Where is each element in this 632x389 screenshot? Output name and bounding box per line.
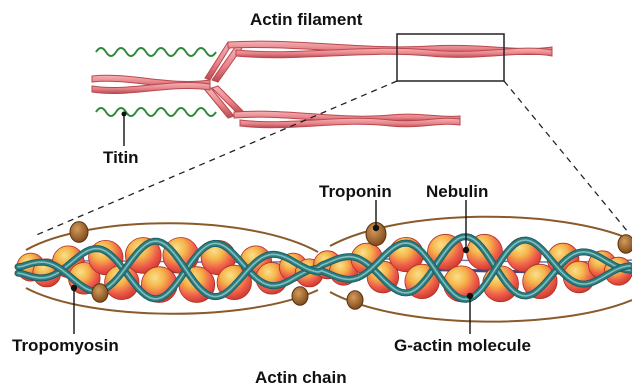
nebulin-label: Nebulin	[426, 182, 488, 201]
outline-strand-bottom-right	[330, 292, 632, 322]
tropomyosin-pointer-dot	[72, 286, 77, 291]
titin-strand-bottom	[96, 108, 216, 116]
troponin-complex	[92, 284, 108, 302]
troponin-pointer-dot	[374, 226, 379, 231]
zoom-guide-right	[504, 81, 628, 232]
tropomyosin-label: Tropomyosin	[12, 336, 119, 355]
actin-chain-label: Actin chain	[255, 368, 347, 387]
troponin-complex	[347, 291, 363, 309]
g-actin-pointer-dot	[468, 294, 473, 299]
troponin-complex	[292, 287, 308, 305]
actin-filament-label: Actin filament	[250, 10, 363, 29]
g-actin-molecule-label: G-actin molecule	[394, 336, 531, 355]
troponin-complex	[70, 222, 88, 243]
actin-chain-detail	[17, 217, 632, 322]
actin-strands	[92, 41, 552, 128]
titin-strand-top	[96, 48, 216, 56]
titin-pointer-dot	[122, 112, 127, 117]
troponin-label: Troponin	[319, 182, 392, 201]
titin-label: Titin	[103, 148, 139, 167]
actin-filament-lower-b	[240, 118, 460, 127]
zoom-guide-left	[34, 81, 397, 236]
actin-filament-overview	[34, 34, 628, 236]
nebulin-pointer-dot	[464, 248, 469, 253]
troponin-complex	[618, 235, 632, 253]
